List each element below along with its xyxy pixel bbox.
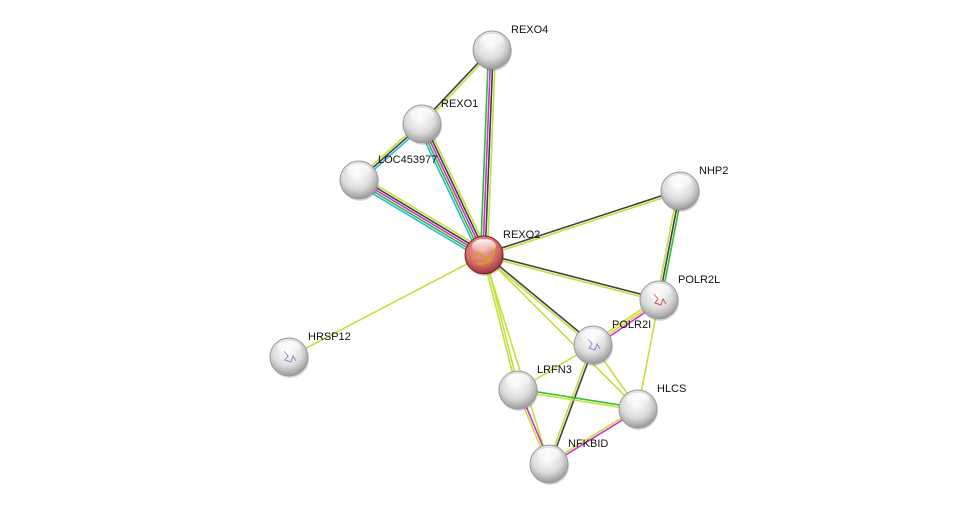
node-label: NFKBID bbox=[568, 438, 608, 450]
protein-structure-icon bbox=[653, 293, 667, 306]
edge-evidence-neighborhood bbox=[479, 49, 490, 255]
node-label: REXO1 bbox=[441, 98, 478, 110]
edge-evidence-textmining bbox=[486, 50, 497, 256]
node-label: REXO2 bbox=[503, 229, 540, 241]
edge-evidence-databases bbox=[356, 183, 483, 260]
node-label: LOC453977 bbox=[378, 154, 437, 166]
node-label: POLR2I bbox=[612, 319, 651, 331]
edge-evidence-coexpression bbox=[423, 122, 487, 255]
node-highlight bbox=[626, 393, 650, 407]
node-rexo1[interactable]: REXO1 bbox=[402, 98, 478, 145]
edge-evidence-experiments bbox=[421, 123, 485, 256]
edge-evidence-textmining bbox=[360, 175, 487, 252]
edge-evidence-experiments bbox=[482, 49, 492, 255]
node-label: HRSP12 bbox=[308, 331, 351, 343]
edge-rexo2-hrsp12[interactable] bbox=[288, 254, 485, 358]
node-highlight bbox=[647, 284, 671, 298]
node-label: NHP2 bbox=[699, 165, 728, 177]
node-lrfn3[interactable]: LRFN3 bbox=[498, 364, 572, 411]
edge-evidence-textmining bbox=[517, 390, 638, 411]
edge-evidence-databases bbox=[417, 125, 481, 258]
protein-structure-icon bbox=[283, 350, 297, 363]
node-rexo4[interactable]: REXO4 bbox=[472, 24, 548, 71]
node-highlight bbox=[581, 329, 605, 343]
edge-evidence-experiments bbox=[358, 179, 485, 256]
edge-evidence-textmining bbox=[483, 255, 659, 302]
edge-evidence-textmining bbox=[482, 255, 593, 347]
edge-evidence-coexpression bbox=[484, 253, 660, 300]
edge-evidence-neighborhood bbox=[419, 124, 483, 257]
edge-evidence-neighborhood bbox=[518, 388, 639, 409]
node-highlight bbox=[668, 175, 692, 189]
node-nhp2[interactable]: NHP2 bbox=[660, 165, 728, 212]
edge-rexo2-hlcs[interactable] bbox=[483, 254, 639, 410]
node-polr2i[interactable]: POLR2I bbox=[573, 319, 651, 366]
node-label: POLR2L bbox=[678, 274, 720, 286]
edge-evidence-textmining bbox=[482, 255, 518, 391]
node-label: REXO4 bbox=[511, 24, 548, 36]
node-highlight bbox=[410, 108, 434, 122]
edge-evidence-textmining bbox=[288, 254, 485, 358]
node-rexo2[interactable]: REXO2 bbox=[464, 229, 540, 276]
protein-structure-icon bbox=[587, 338, 601, 351]
edge-evidence-coexpression bbox=[484, 50, 494, 256]
edge-rexo2-polr2l[interactable] bbox=[483, 253, 660, 302]
edge-lrfn3-hlcs[interactable] bbox=[517, 388, 639, 411]
node-label: HLCS bbox=[657, 383, 686, 395]
node-highlight bbox=[506, 374, 530, 388]
edge-evidence-textmining bbox=[425, 121, 489, 254]
edge-evidence-textmining bbox=[483, 254, 639, 410]
edge-evidence-textmining bbox=[484, 191, 681, 257]
node-loc453977[interactable]: LOC453977 bbox=[339, 154, 437, 201]
edge-polr2i-nfkbid[interactable] bbox=[547, 344, 595, 465]
edge-rexo2-nhp2[interactable] bbox=[483, 189, 681, 257]
edge-rexo2-polr2i[interactable] bbox=[482, 253, 595, 347]
edge-evidence-textmining bbox=[547, 344, 593, 464]
node-highlight bbox=[347, 164, 371, 178]
node-highlight bbox=[537, 448, 561, 462]
edge-evidence-coexpression bbox=[483, 189, 680, 255]
edge-evidence-textmining bbox=[483, 254, 550, 465]
edge-evidence-coexpression bbox=[549, 345, 595, 465]
node-nfkbid[interactable]: NFKBID bbox=[529, 438, 608, 485]
edge-rexo2-rexo4[interactable] bbox=[479, 49, 497, 256]
node-hrsp12[interactable]: HRSP12 bbox=[269, 331, 351, 378]
edge-rexo2-rexo1[interactable] bbox=[417, 121, 489, 258]
edge-rexo2-loc453977[interactable] bbox=[356, 175, 487, 260]
edge-evidence-coexpression bbox=[484, 253, 595, 345]
edge-rexo2-nfkbid[interactable] bbox=[483, 254, 550, 465]
edge-evidence-coexpression bbox=[359, 177, 486, 254]
node-highlight bbox=[480, 34, 504, 48]
node-label: LRFN3 bbox=[537, 364, 572, 376]
node-highlight bbox=[277, 341, 301, 355]
edge-evidence-neighborhood bbox=[357, 181, 484, 258]
node-polr2l[interactable]: POLR2L bbox=[639, 274, 720, 321]
node-hlcs[interactable]: HLCS bbox=[618, 383, 686, 430]
node-highlight bbox=[472, 239, 496, 253]
